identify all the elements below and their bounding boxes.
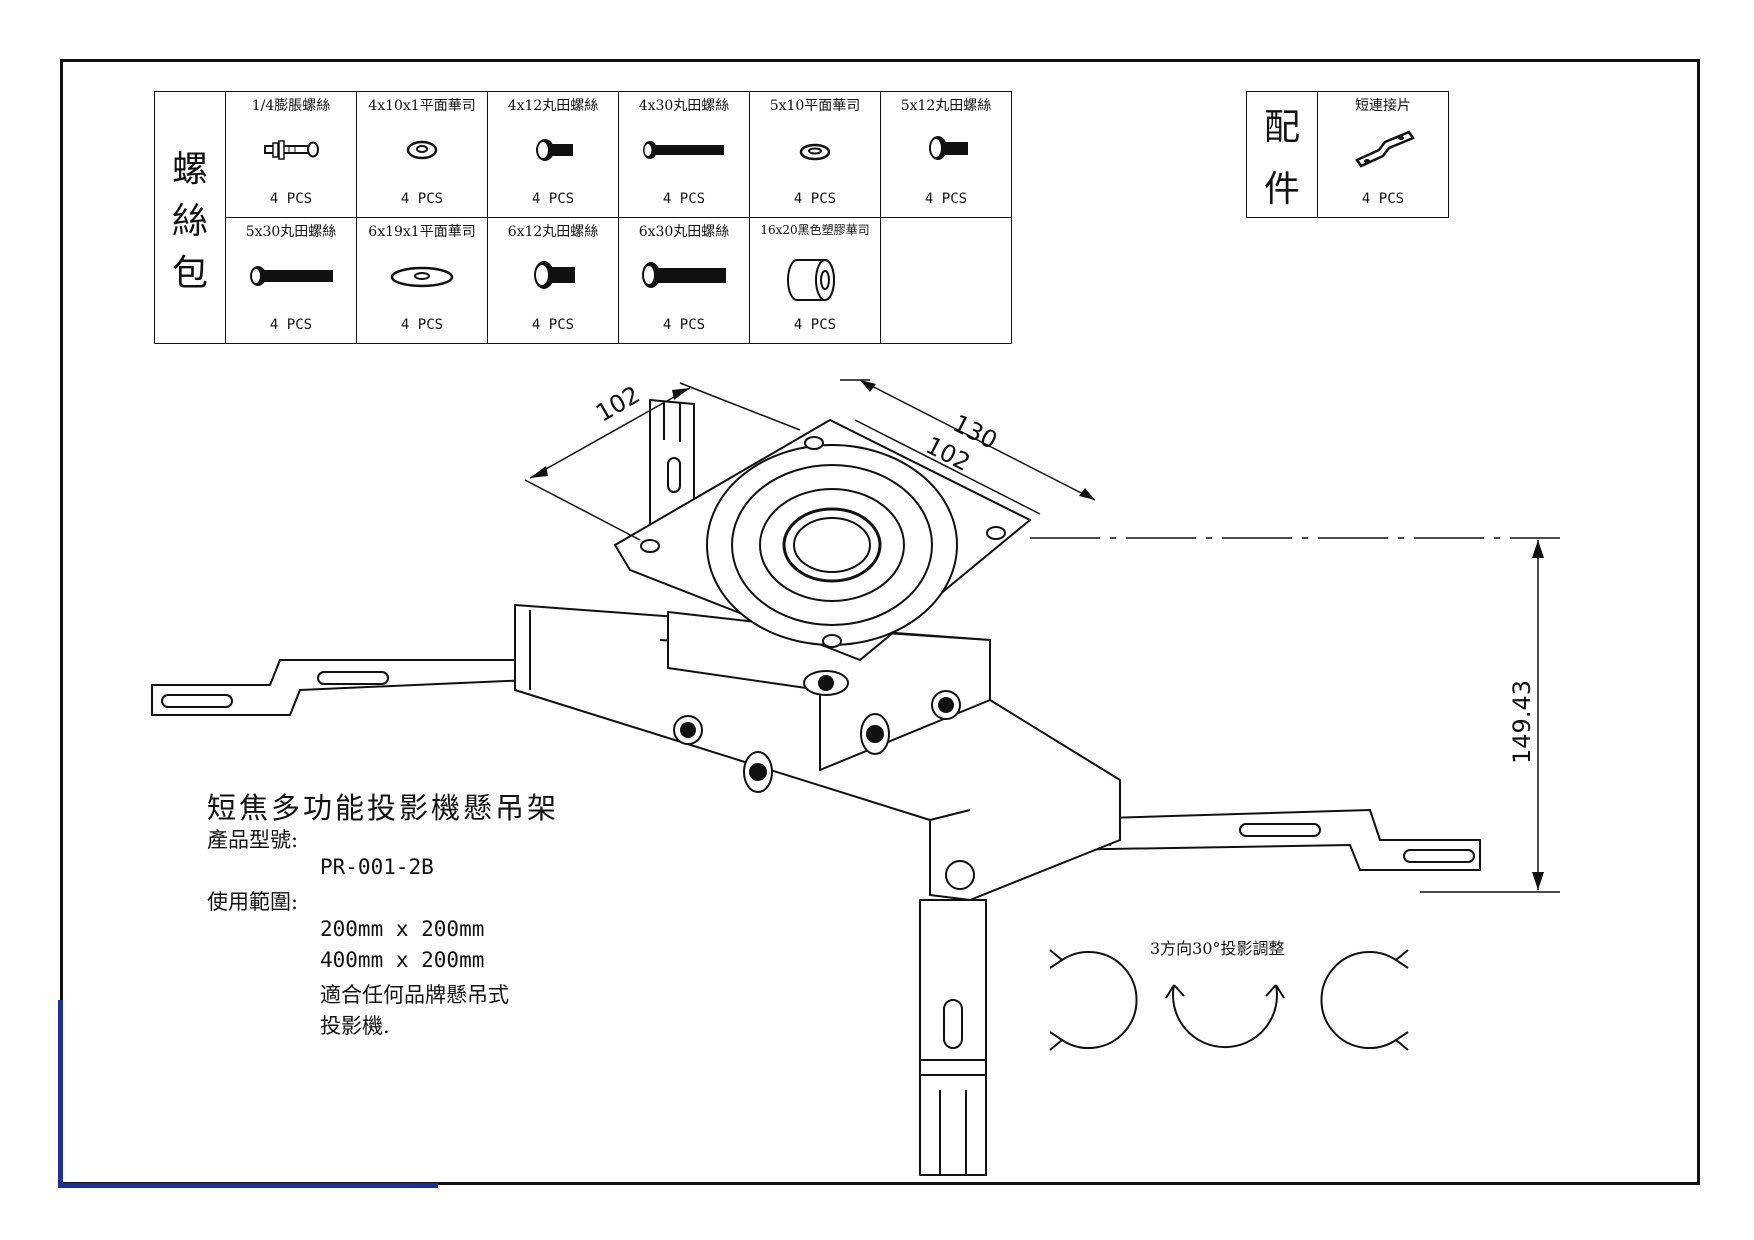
part-label: 6x19x1平面華司 xyxy=(368,224,476,240)
frame-accent-line xyxy=(58,1183,438,1188)
range-line: 200mm x 200mm xyxy=(320,917,485,941)
range-line: 投影機. xyxy=(320,1014,390,1038)
long-screw-icon xyxy=(226,246,356,306)
range-line: 適合任何品牌懸吊式 xyxy=(320,983,509,1007)
flat-washer-icon xyxy=(750,120,880,180)
plastic-spacer-icon xyxy=(750,246,880,306)
expansion-bolt-icon xyxy=(226,120,356,180)
screw-pack-title: 螺 絲 包 xyxy=(154,91,226,344)
part-qty: 4 PCS xyxy=(531,191,575,207)
title-char: 包 xyxy=(171,252,208,294)
rotation-caption: 3方向30°投影調整 xyxy=(1150,939,1285,958)
product-title: 短焦多功能投影機懸吊架 xyxy=(207,791,560,825)
flat-washer-icon xyxy=(357,120,487,180)
part-cell: 16x20黑色塑膠華司 4 PCS xyxy=(749,217,881,344)
part-cell: 4x10x1平面華司 4 PCS xyxy=(356,91,488,218)
long-screw-icon xyxy=(619,120,749,180)
part-qty: 4 PCS xyxy=(531,317,575,333)
connector-plate-icon xyxy=(1318,120,1448,180)
part-qty: 4 PCS xyxy=(793,317,837,333)
part-cell: 短連接片 4 PCS xyxy=(1317,91,1449,218)
part-label: 4x12丸田螺絲 xyxy=(507,98,599,114)
accessories-table: 配 件 短連接片 4 PCS xyxy=(1246,91,1449,218)
part-cell: 1/4膨脹螺絲 4 PCS xyxy=(225,91,357,218)
short-screw-icon xyxy=(488,120,618,180)
part-cell: 4x30丸田螺絲 4 PCS xyxy=(618,91,750,218)
part-qty: 4 PCS xyxy=(269,317,313,333)
title-char: 件 xyxy=(1263,168,1300,210)
long-screw-icon xyxy=(619,246,749,306)
title-char: 絲 xyxy=(171,200,208,242)
model-value: PR-001-2B xyxy=(320,855,434,879)
title-char: 螺 xyxy=(171,148,208,190)
part-label: 16x20黑色塑膠華司 xyxy=(760,223,870,237)
range-label: 使用範圍: xyxy=(207,890,299,914)
range-line: 400mm x 200mm xyxy=(320,948,485,972)
part-qty: 4 PCS xyxy=(269,191,313,207)
part-label: 5x10平面華司 xyxy=(769,98,861,114)
part-cell: 6x12丸田螺絲 4 PCS xyxy=(487,217,619,344)
part-label: 4x10x1平面華司 xyxy=(368,98,476,114)
part-qty: 4 PCS xyxy=(793,191,837,207)
part-qty: 4 PCS xyxy=(400,191,444,207)
part-cell: 5x12丸田螺絲 4 PCS xyxy=(880,91,1012,218)
short-screw-icon xyxy=(488,246,618,306)
part-label: 6x30丸田螺絲 xyxy=(638,224,730,240)
accessories-title: 配 件 xyxy=(1246,91,1318,218)
part-label: 6x12丸田螺絲 xyxy=(507,224,599,240)
part-qty: 4 PCS xyxy=(1361,191,1405,207)
large-washer-icon xyxy=(357,246,487,306)
dim-label-height: 149.43 xyxy=(1507,680,1536,764)
drawing-frame xyxy=(60,59,1700,1185)
part-cell: 4x12丸田螺絲 4 PCS xyxy=(487,91,619,218)
part-label: 5x30丸田螺絲 xyxy=(245,224,337,240)
part-qty: 4 PCS xyxy=(662,191,706,207)
empty-cell xyxy=(880,217,1012,344)
part-qty: 4 PCS xyxy=(924,191,968,207)
part-qty: 4 PCS xyxy=(400,317,444,333)
short-screw-icon xyxy=(881,120,1011,180)
part-qty: 4 PCS xyxy=(662,317,706,333)
part-cell: 6x30丸田螺絲 4 PCS xyxy=(618,217,750,344)
part-label: 5x12丸田螺絲 xyxy=(900,98,992,114)
part-label: 4x30丸田螺絲 xyxy=(638,98,730,114)
part-label: 1/4膨脹螺絲 xyxy=(251,98,331,114)
title-char: 配 xyxy=(1263,106,1300,148)
part-cell: 5x10平面華司 4 PCS xyxy=(749,91,881,218)
screw-pack-table: 螺 絲 包 1/4膨脹螺絲 4 PCS 4x10x1平面華司 4 PCS 4x1… xyxy=(154,91,1012,344)
part-label: 短連接片 xyxy=(1355,98,1411,114)
part-cell: 6x19x1平面華司 4 PCS xyxy=(356,217,488,344)
model-label: 產品型號: xyxy=(207,828,299,852)
frame-accent-line xyxy=(58,1000,63,1188)
part-cell: 5x30丸田螺絲 4 PCS xyxy=(225,217,357,344)
